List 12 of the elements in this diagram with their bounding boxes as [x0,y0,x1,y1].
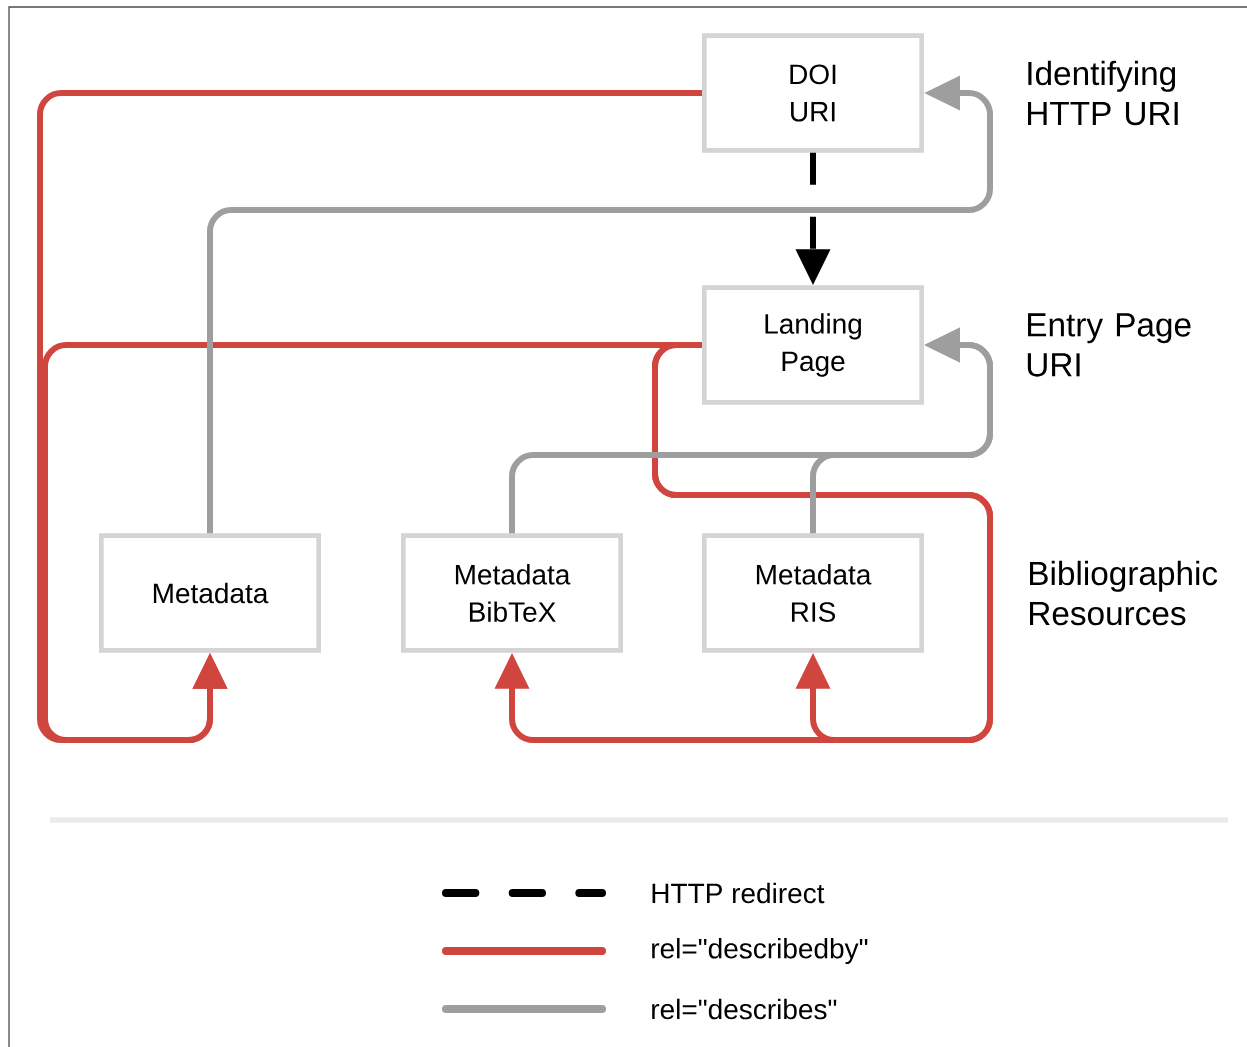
side-label: Bibliographic Resources [1030,560,1218,626]
box: DOI URI [702,33,924,153]
arrow [652,342,993,743]
box: Metadata RIS [702,533,924,653]
side-label: Entry Page URI [1027,313,1191,377]
legend-label: HTTP redirect [652,882,825,904]
box: Landing Page [702,285,924,405]
legend-label: rel="describes" [652,998,837,1020]
box: Metadata BibTeX [401,533,623,653]
side-label: Identifying HTTP URI [1028,60,1178,126]
box: Metadata [99,533,321,653]
legend-label: rel="describedby" [652,937,868,965]
